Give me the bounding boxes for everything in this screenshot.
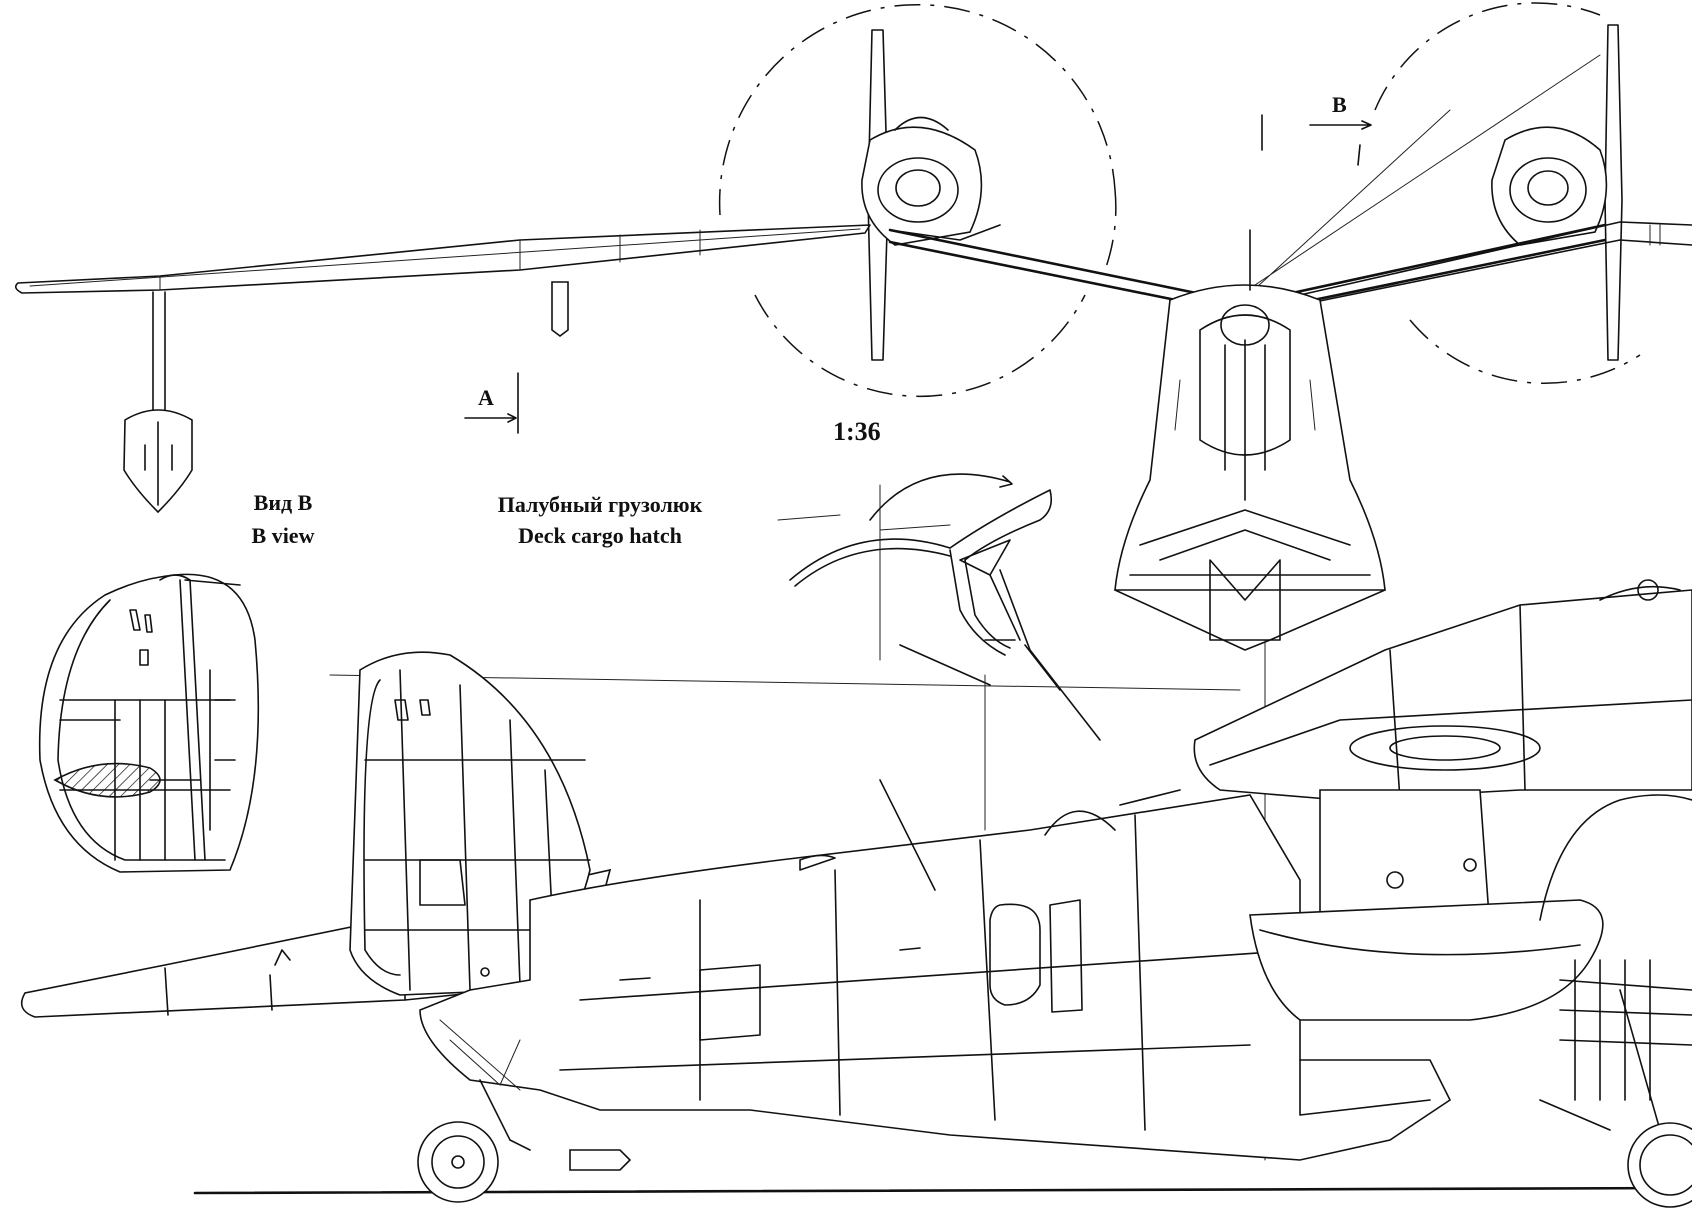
hatch-title-en: Deck cargo hatch [518,523,682,548]
marker-a: A [464,372,519,434]
wing-float [123,291,193,514]
right-engine [1374,2,1641,384]
fuselage-side [419,779,1452,1161]
left-wing [14,224,871,514]
tail-wheel [417,1079,632,1203]
hatch-title-ru: Палубный грузолюк [498,492,703,517]
marker-b: B [1309,92,1372,166]
fuselage-front [1114,284,1386,651]
front-view [14,2,1692,651]
side-view [20,579,1692,1208]
ground-line [193,1186,1692,1195]
b-view-detail [38,573,260,873]
scale-label: 1:36 [833,417,881,446]
view-b-title-ru: Вид B [254,490,313,515]
marker-a-label: A [478,385,494,410]
wing-nacelle-side [1193,579,1692,1021]
marker-b-label: B [1332,92,1347,117]
main-landing-gear [1539,794,1692,1208]
hatch-detail [777,473,1101,741]
view-b-title-en: B view [252,523,315,548]
left-engine [718,3,1117,398]
